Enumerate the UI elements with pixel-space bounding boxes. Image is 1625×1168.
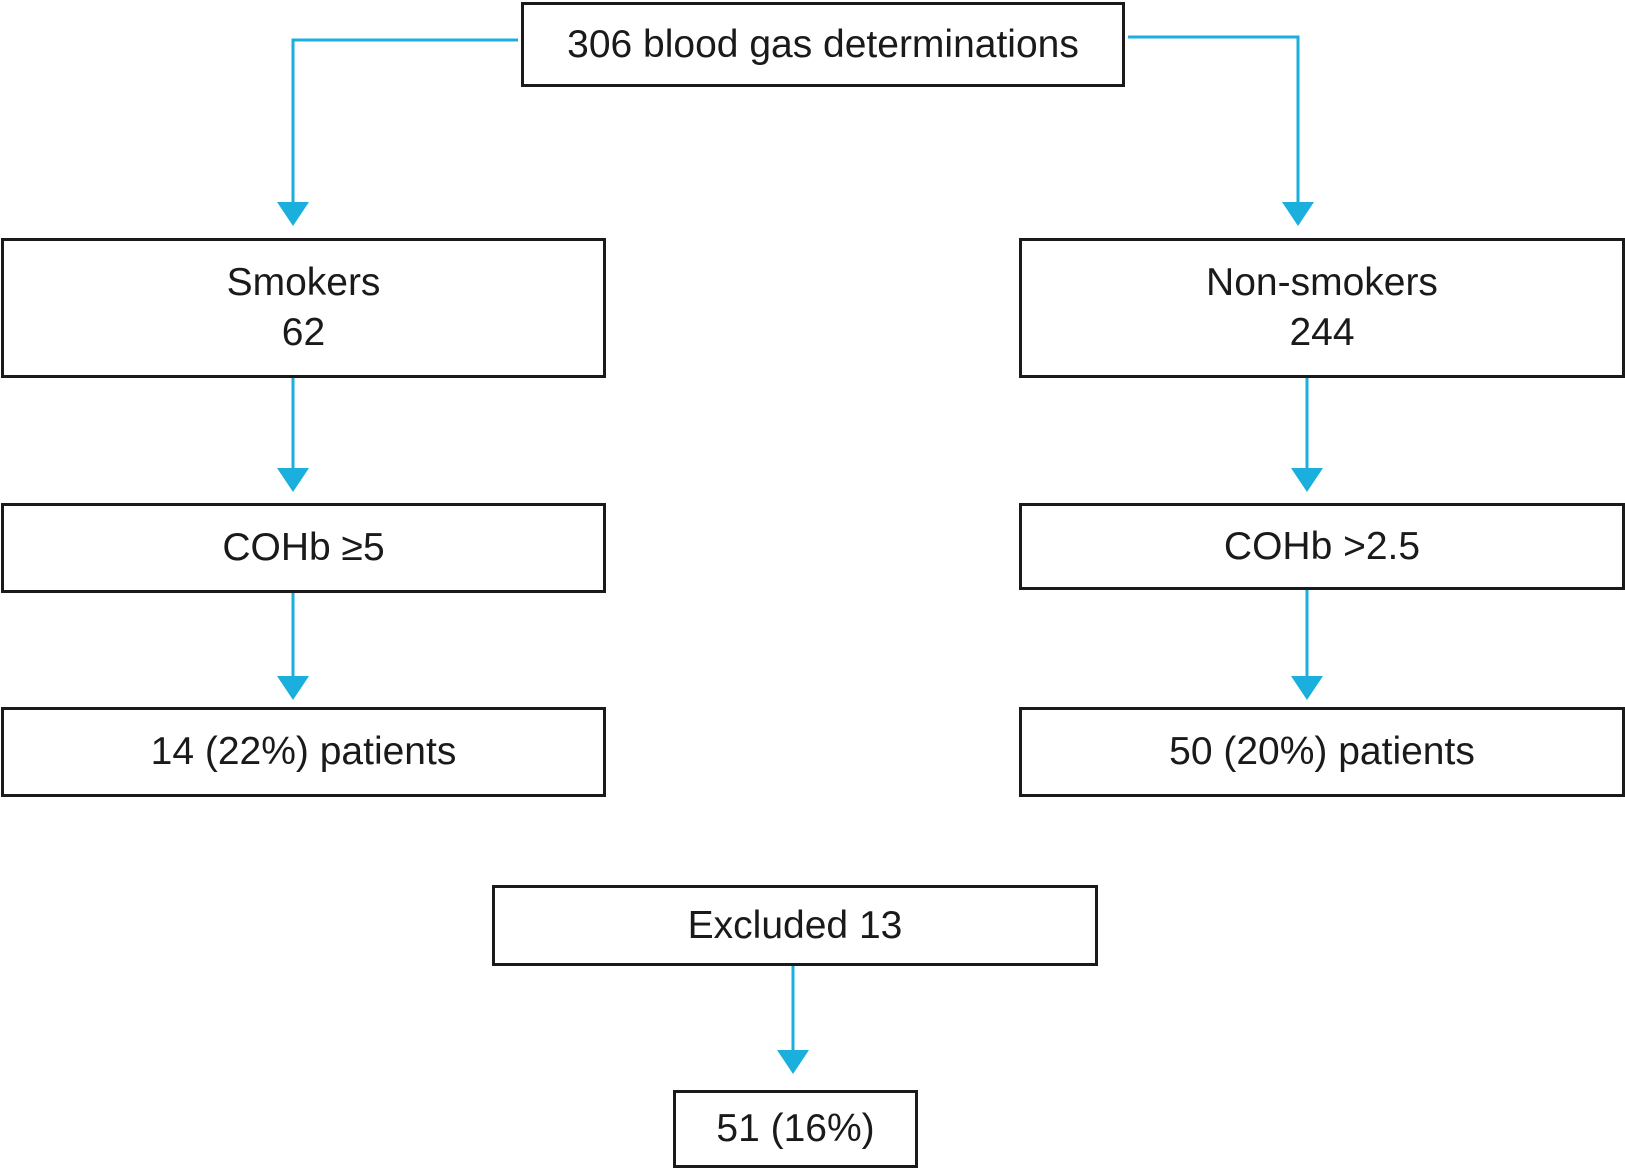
non-smokers-threshold-label: COHb >2.5 [1223, 524, 1421, 568]
smokers-node: Smokers 62 [1, 238, 606, 378]
smokers-result-label: 14 (22%) patients [150, 730, 457, 774]
smokers-result-node: 14 (22%) patients [1, 707, 606, 797]
arrowhead-smokers-result [277, 676, 309, 700]
smokers-label: Smokers [226, 261, 381, 305]
non-smokers-result-label: 50 (20%) patients [1169, 730, 1475, 774]
non-smokers-label: Non-smokers [1206, 261, 1438, 305]
smokers-threshold-label: COHb ≥5 [222, 526, 385, 570]
arrowhead-non-smokers-threshold [1291, 468, 1323, 492]
final-label: 51 (16%) [716, 1107, 875, 1151]
smokers-threshold-node: COHb ≥5 [1, 503, 606, 593]
connector-root-to-non-smokers [1128, 35, 1300, 204]
non-smokers-node: Non-smokers 244 [1019, 238, 1625, 378]
arrowhead-non-smokers [1282, 202, 1314, 226]
root-node: 306 blood gas determinations [521, 2, 1125, 87]
smokers-count: 62 [281, 311, 326, 354]
arrowhead-non-smokers-result [1291, 676, 1323, 700]
non-smokers-result-node: 50 (20%) patients [1019, 707, 1625, 797]
arrowhead-final [777, 1050, 809, 1074]
final-node: 51 (16%) [673, 1090, 918, 1168]
edge-layer [277, 35, 1323, 1074]
arrowhead-smokers-threshold [277, 468, 309, 492]
excluded-node: Excluded 13 [492, 885, 1098, 966]
arrowhead-smokers [277, 202, 309, 226]
non-smokers-threshold-node: COHb >2.5 [1019, 503, 1625, 590]
connector-root-to-smokers [291, 38, 518, 204]
excluded-label: Excluded 13 [687, 903, 903, 947]
root-label: 306 blood gas determinations [567, 22, 1079, 66]
non-smokers-count: 244 [1289, 311, 1355, 354]
